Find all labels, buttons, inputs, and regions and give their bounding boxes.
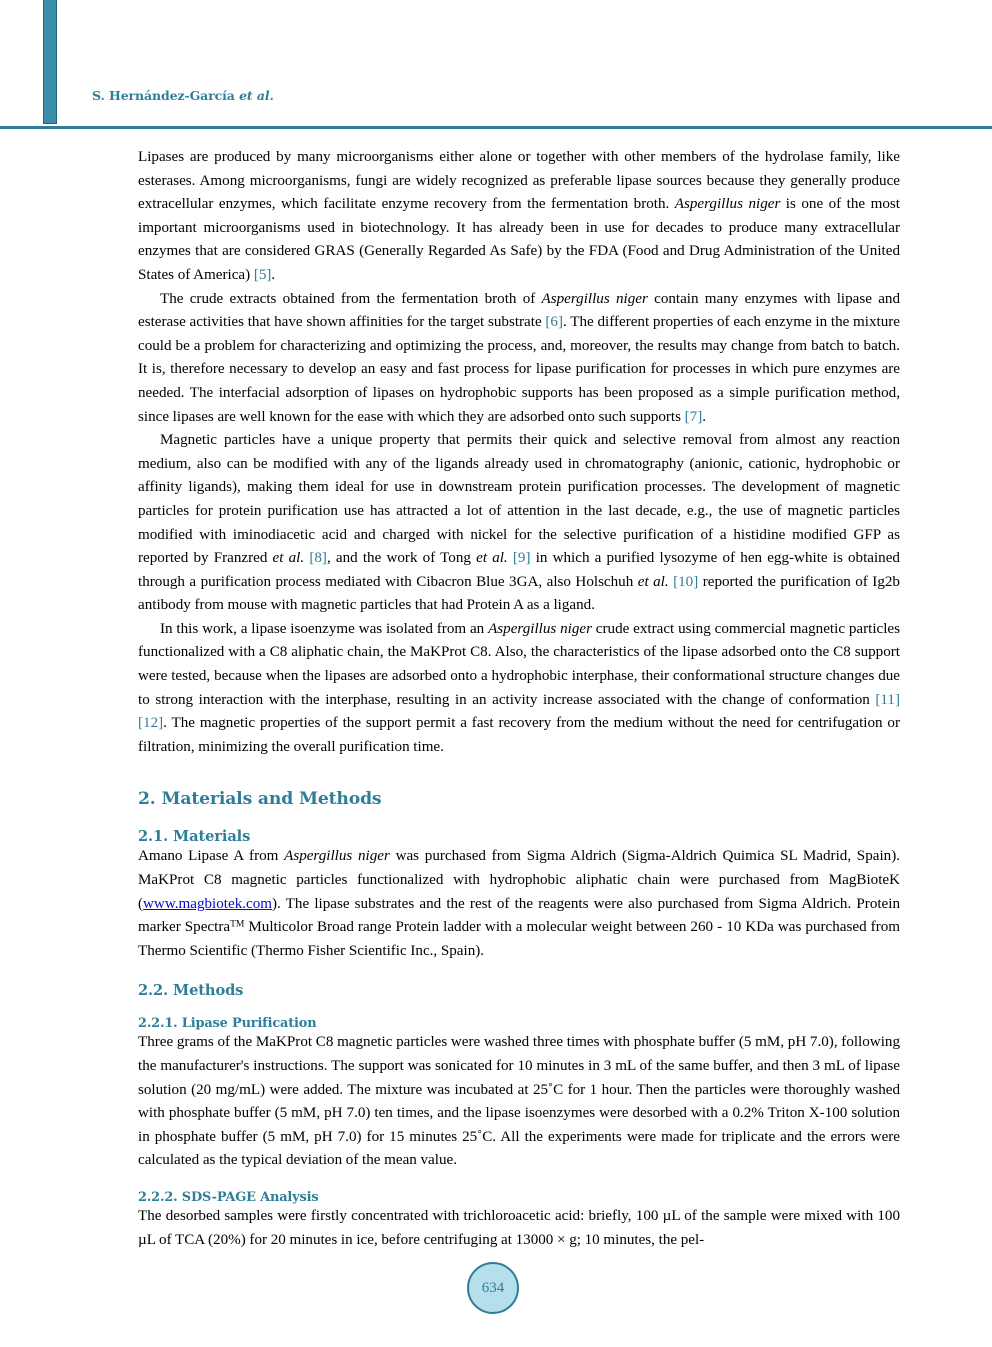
heading-lipase-purification: 2.2.1. Lipase Purification [138, 1016, 317, 1032]
paragraph-sds-page-analysis: The desorbed samples were firstly concen… [138, 1207, 900, 1248]
paragraph-crude-extracts: The crude extracts obtained from the fer… [138, 288, 900, 430]
heading-methods: 2.2. Methods [138, 982, 244, 1000]
running-head-author-name: S. Hernández-García [92, 88, 235, 103]
paragraph-lipases-intro: Lipases are produced by many microorgani… [138, 146, 900, 288]
citation-9[interactable]: [9] [512, 550, 531, 567]
species-name-aspergillus-niger-2: Aspergillus niger [541, 290, 648, 307]
et-al-franzred: et al. [272, 550, 305, 567]
paragraph-materials: Amano Lipase A from Aspergillus niger wa… [138, 845, 900, 963]
paragraph-3-part-c: , and the work of Tong [326, 550, 477, 567]
materials-part-a: Amano Lipase A from [138, 848, 285, 865]
paragraph-2-part-d: . [702, 408, 707, 425]
paragraph-1-part-a: Lipases are produced by many microorgani… [138, 149, 900, 213]
paragraph-2-part-a: The crude extracts obtained from the fer… [160, 290, 542, 307]
species-name-aspergillus-niger-4: Aspergillus niger [284, 848, 390, 865]
trademark-superscript: TM [230, 919, 245, 930]
et-al-tong: et al. [476, 550, 508, 567]
citation-7[interactable]: [7] [684, 408, 703, 425]
running-head-author: S. Hernández-García et al. [92, 88, 274, 103]
paragraph-1-part-c: . [271, 266, 276, 283]
materials-part-d: Multicolor Broad range Protein ladder wi… [138, 919, 901, 959]
page-header: S. Hernández-García et al. [0, 0, 992, 132]
header-accent-bar [43, 0, 57, 124]
paragraph-4-part-c: . The magnetic properties of the support… [138, 715, 900, 755]
paragraph-3-part-a: Magnetic particles have a unique propert… [138, 432, 900, 567]
paragraph-lipase-purification: Three grams of the MaKProt C8 magnetic p… [138, 1034, 900, 1169]
page-number-badge: 634 [467, 1262, 519, 1314]
paragraph-2-part-c: . The different properties of each enzym… [138, 314, 901, 425]
magbiotek-website-link[interactable]: www.magbiotek.com [143, 895, 272, 912]
paragraph-this-work: In this work, a lipase isoenzyme was iso… [138, 618, 900, 760]
heading-sds-page-analysis: 2.2.2. SDS-PAGE Analysis [138, 1189, 319, 1205]
paragraph-4-part-a: In this work, a lipase isoenzyme was iso… [160, 620, 489, 637]
citation-12[interactable]: [12] [138, 715, 164, 732]
heading-materials: 2.1. Materials [138, 828, 251, 846]
paragraph-2-part-b: contain many enzymes with lipase and est… [138, 290, 900, 331]
citation-10[interactable]: [10] [673, 573, 699, 590]
paragraph-4-part-b: crude extract using commercial magnetic … [138, 620, 900, 708]
article-content-column: Lipases are produced by many microorgani… [138, 146, 900, 1252]
et-al-holschuh: et al. [637, 573, 669, 590]
paragraph-1-part-b: is one of the most important microorgani… [138, 196, 900, 283]
species-name-aspergillus-niger-3: Aspergillus niger [488, 620, 592, 637]
citation-8[interactable]: [8] [309, 550, 327, 567]
materials-part-c: ). The lipase substrates and the rest of… [138, 895, 900, 936]
paragraph-3-part-e: in which a purified lysozyme of hen egg-… [138, 550, 900, 590]
running-head-et-al: et al. [239, 88, 274, 103]
header-divider-rule [0, 126, 992, 129]
species-name-aspergillus-niger: Aspergillus niger [674, 196, 781, 213]
paragraph-3-part-g: reported the purification of Ig2b antibo… [138, 573, 900, 614]
citation-5[interactable]: [5] [253, 266, 272, 283]
materials-part-b: was purchased from Sigma Aldrich (Sigma-… [138, 848, 900, 912]
paragraph-magnetic-particles: Magnetic particles have a unique propert… [138, 429, 900, 618]
citation-6[interactable]: [6] [545, 314, 564, 331]
citation-11[interactable]: [11] [875, 691, 900, 708]
heading-materials-and-methods: 2. Materials and Methods [138, 789, 382, 810]
